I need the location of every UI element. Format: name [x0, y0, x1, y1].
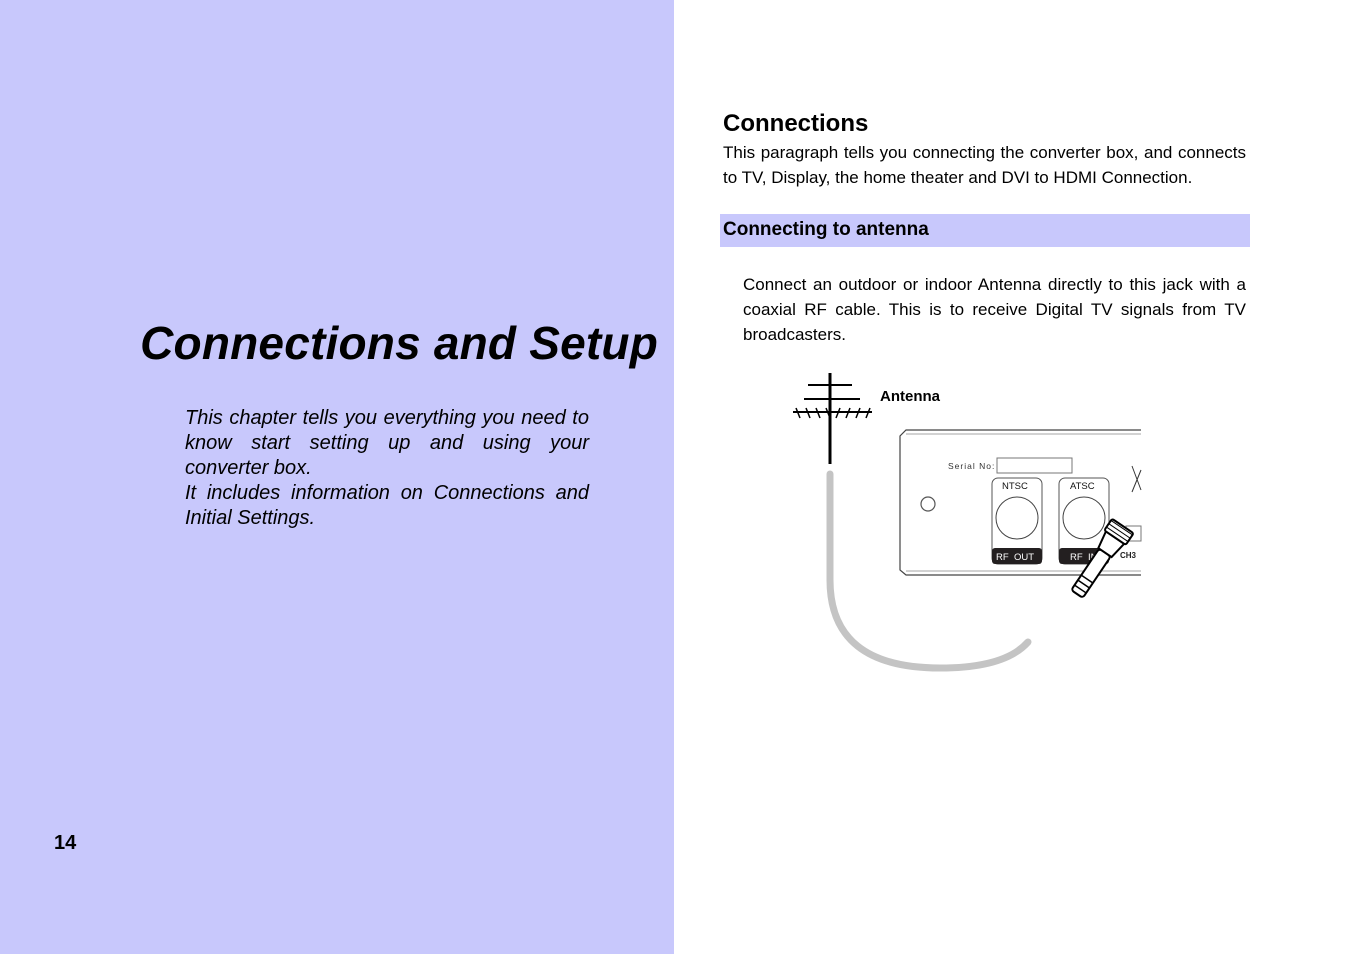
chapter-title: Connections and Setup: [140, 317, 658, 369]
connections-heading: Connections: [723, 110, 869, 137]
chapter-panel: Connections and Setup This chapter tells…: [0, 0, 674, 954]
chapter-intro: This chapter tells you everything you ne…: [185, 406, 589, 531]
intro-paragraph-1: This chapter tells you everything you ne…: [185, 407, 589, 479]
f-connector-icon: [1071, 518, 1134, 598]
connections-paragraph: This paragraph tells you connecting the …: [723, 143, 1246, 187]
antenna-connection-figure: Serial No: NTSC RF OUT ATSC RF IN CH3: [790, 370, 1150, 680]
atsc-label: ATSC: [1070, 481, 1095, 492]
antenna-paragraph: Connect an outdoor or indoor Antenna dir…: [743, 275, 1246, 344]
coaxial-cable: [826, 470, 1032, 672]
antenna-label: Antenna: [880, 388, 940, 405]
rf-out-label-rf: RF: [996, 552, 1009, 563]
antenna-section-bar: Connecting to antenna: [720, 214, 1250, 247]
rf-out-jack: [995, 496, 1039, 540]
antenna-icon: [793, 373, 872, 464]
page-number: 14: [54, 832, 77, 854]
ch3-label: CH3: [1120, 551, 1137, 560]
intro-paragraph-2: It includes information on Connections a…: [185, 482, 589, 529]
antenna-connection-diagram: Serial No: NTSC RF OUT ATSC RF IN CH3: [793, 373, 1142, 672]
antenna-section-heading: Connecting to antenna: [723, 219, 929, 240]
serial-number-box: [996, 457, 1073, 474]
rf-in-label-rf: RF: [1070, 552, 1083, 563]
serial-number-label: Serial No:: [948, 461, 995, 471]
rf-out-label: OUT: [1014, 552, 1034, 563]
rf-in-jack: [1062, 496, 1106, 540]
ntsc-label: NTSC: [1002, 481, 1028, 492]
